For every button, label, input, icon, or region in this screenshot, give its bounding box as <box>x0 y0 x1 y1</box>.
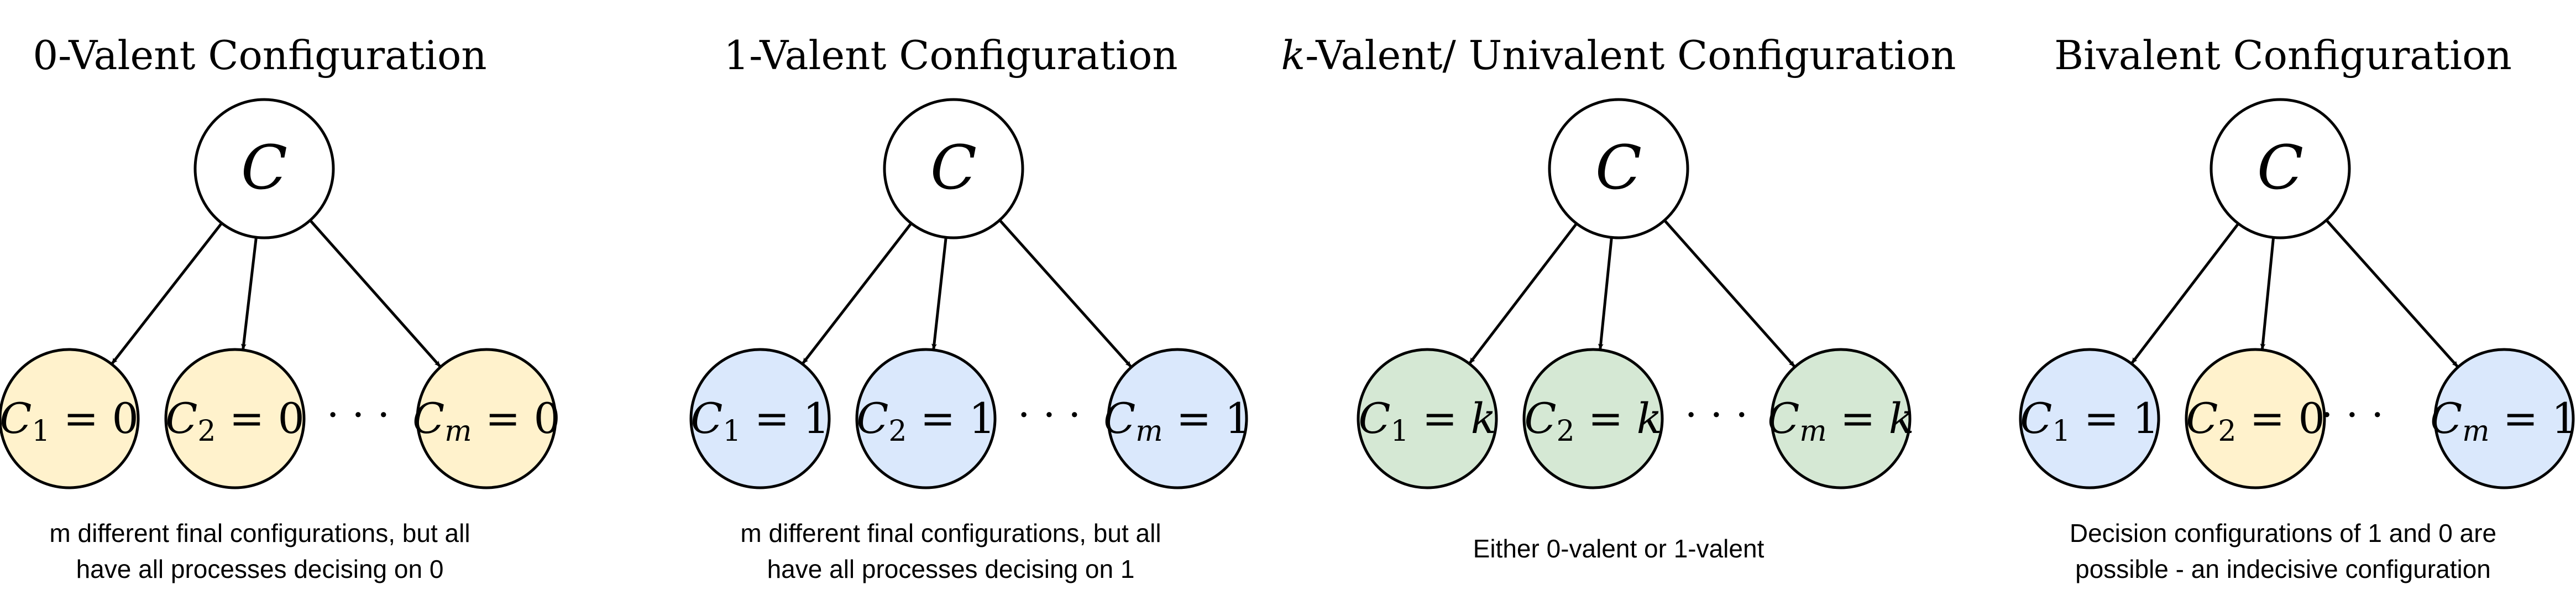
child-label: C2 = k <box>1524 394 1662 448</box>
caption-line-2: have all processes decising on 0 <box>76 555 444 583</box>
child-node-3: Cm = 0 <box>412 348 561 489</box>
ellipsis: · · · <box>1685 392 1748 438</box>
panel-title: k-Valent/ Univalent Configuration <box>1281 32 1956 79</box>
edge-root-to-child-1 <box>802 222 913 364</box>
child-node-3: Cm = 1 <box>2430 348 2576 489</box>
child-label: C1 = k <box>1358 394 1496 448</box>
child-label: Cm = k <box>1767 394 1914 448</box>
caption-line-2: possible - an indecisive configuration <box>2075 555 2491 583</box>
root-node: C <box>2210 98 2351 239</box>
child-label: C1 = 1 <box>2020 394 2159 448</box>
child-label: C1 = 0 <box>0 394 139 448</box>
edge-root-to-child-2 <box>240 237 258 349</box>
caption-line-1: m different final configurations, but al… <box>740 519 1161 547</box>
child-label: C2 = 1 <box>856 394 996 448</box>
ellipsis: · · · <box>2321 392 2384 438</box>
panel-title: 0-Valent Configuration <box>33 32 486 79</box>
edge-root-to-child-3 <box>2325 219 2459 368</box>
ellipsis: · · · <box>1018 392 1081 438</box>
root-label: C <box>2257 132 2303 203</box>
root-node: C <box>1548 98 1689 239</box>
root-label: C <box>930 132 977 203</box>
child-node-2: C2 = 1 <box>855 348 997 489</box>
child-node-1: C1 = 0 <box>0 348 140 489</box>
child-label: Cm = 1 <box>2430 394 2576 448</box>
root-node: C <box>193 98 335 239</box>
child-label: Cm = 0 <box>412 394 561 448</box>
panel-title: 1-Valent Configuration <box>724 32 1177 79</box>
child-node-2: C2 = k <box>1522 348 1664 489</box>
child-node-2: C2 = 0 <box>2185 348 2326 489</box>
ellipsis: · · · <box>327 392 390 438</box>
edge-root-to-child-3 <box>309 219 441 367</box>
child-node-3: Cm = 1 <box>1103 348 1252 489</box>
child-node-1: C1 = k <box>1357 348 1498 489</box>
child-label: C2 = 0 <box>165 394 305 448</box>
edge-root-to-child-2 <box>2260 237 2275 349</box>
child-label: Cm = 1 <box>1103 394 1252 448</box>
edge-root-to-child-1 <box>1469 222 1578 364</box>
caption-line-1: Decision configurations of 1 and 0 are <box>2070 519 2496 547</box>
child-label: C2 = 0 <box>2186 394 2325 448</box>
child-node-3: Cm = k <box>1767 348 1914 489</box>
caption-line-1: Either 0-valent or 1-valent <box>1473 534 1765 563</box>
edge-root-to-child-3 <box>1663 219 1795 367</box>
caption-line-2: have all processes decising on 1 <box>767 555 1135 583</box>
edge-root-to-child-2 <box>931 237 947 349</box>
edge-root-to-child-1 <box>111 222 223 364</box>
panel-title: Bivalent Configuration <box>2054 32 2512 79</box>
child-node-1: C1 = 1 <box>689 348 831 489</box>
root-label: C <box>241 132 287 203</box>
edge-root-to-child-2 <box>1598 237 1613 349</box>
edge-root-to-child-1 <box>2131 222 2240 364</box>
root-label: C <box>1595 132 1642 203</box>
root-node: C <box>883 98 1024 239</box>
child-label: C1 = 1 <box>690 394 830 448</box>
edge-root-to-child-3 <box>998 219 1132 368</box>
caption-line-1: m different final configurations, but al… <box>49 519 470 547</box>
child-node-2: C2 = 0 <box>164 348 306 489</box>
child-node-1: C1 = 1 <box>2019 348 2160 489</box>
